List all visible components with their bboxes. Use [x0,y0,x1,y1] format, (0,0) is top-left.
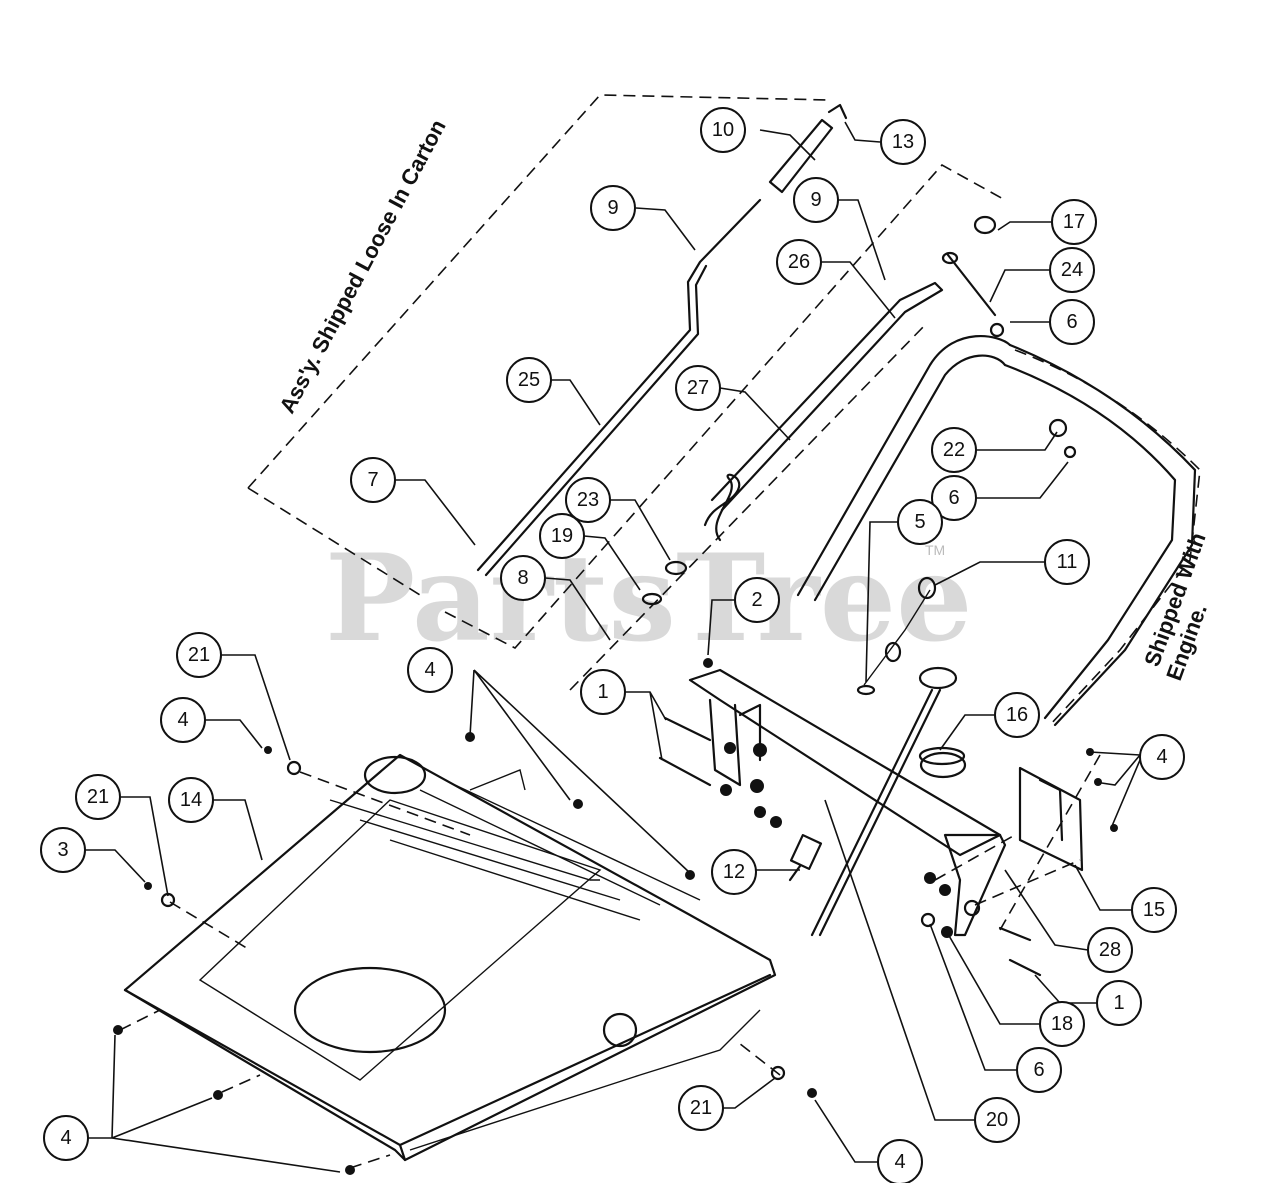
svg-text:1: 1 [1113,992,1124,1014]
svg-text:4: 4 [424,659,435,681]
svg-text:2: 2 [751,589,762,611]
callout-1: 1 [580,669,626,715]
svg-text:19: 19 [551,525,573,547]
callout-22: 22 [931,427,977,473]
callouts: 10 13 9 9 17 26 24 6 25 27 22 6 7 23 5 1… [40,107,1185,1183]
svg-text:1: 1 [597,681,608,703]
callout-23: 23 [565,477,611,523]
callout-27: 27 [675,365,721,411]
svg-text:21: 21 [690,1097,712,1119]
rod-24 [946,253,997,317]
callout-4: 4 [407,647,453,693]
svg-text:4: 4 [177,709,188,731]
callout-25: 25 [506,357,552,403]
callout-11: 11 [1044,539,1090,585]
spring-23 [703,473,741,542]
control-rod-27 [710,281,944,512]
handle-tube [796,334,1012,597]
callout-6: 6 [1049,299,1095,345]
callout-3: 3 [40,827,86,873]
svg-text:26: 26 [788,251,810,273]
bracket-2 [688,668,1002,857]
svg-text:25: 25 [518,369,540,391]
callout-9: 9 [590,185,636,231]
callout-20: 20 [974,1097,1020,1143]
callout-15: 15 [1131,887,1177,933]
svg-text:12: 12 [723,861,745,883]
svg-text:28: 28 [1099,939,1121,961]
plate-28 [943,833,1007,937]
svg-text:18: 18 [1051,1013,1073,1035]
callout-21: 21 [75,774,121,820]
callout-17: 17 [1051,199,1097,245]
callout-6: 6 [1016,1047,1062,1093]
callout-14: 14 [168,777,214,823]
callout-7: 7 [350,457,396,503]
callout-4: 4 [1139,734,1185,780]
svg-text:27: 27 [687,377,709,399]
callout-16: 16 [994,692,1040,738]
svg-text:10: 10 [712,119,734,141]
callout-21: 21 [176,632,222,678]
callout-4: 4 [43,1115,89,1161]
svg-text:4: 4 [894,1151,905,1173]
callout-2: 2 [734,577,780,623]
svg-text:20: 20 [986,1109,1008,1131]
partstree-watermark: PartsTree [325,528,972,669]
callout-8: 8 [500,555,546,601]
svg-text:13: 13 [892,131,914,153]
svg-text:4: 4 [1156,746,1167,768]
shroud-14 [123,753,777,1162]
dipstick-20 [810,688,934,937]
callout-10: 10 [700,107,746,153]
svg-text:11: 11 [1057,551,1078,573]
svg-text:21: 21 [87,786,109,808]
callout-1: 1 [1096,980,1142,1026]
svg-text:21: 21 [188,644,210,666]
callout-6: 6 [931,475,977,521]
svg-text:15: 15 [1143,899,1165,921]
svg-text:8: 8 [517,567,528,589]
trademark-mark: TM [925,542,945,558]
svg-text:7: 7 [367,469,378,491]
callout-5: 5 [897,499,943,545]
callout-26: 26 [776,239,822,285]
callout-18: 18 [1039,1001,1085,1047]
svg-text:6: 6 [948,487,959,509]
callout-4: 4 [160,697,206,743]
bolt-1a [663,716,712,742]
bracket-15 [1018,766,1084,872]
control-rod-25 [476,198,762,572]
grip-10 [768,118,834,194]
svg-text:4: 4 [60,1127,71,1149]
loose-assembly-boundary [247,94,1006,691]
callout-4: 4 [877,1139,923,1183]
callout-28: 28 [1087,927,1133,973]
callout-12: 12 [711,849,757,895]
svg-text:24: 24 [1061,259,1083,281]
callout-9: 9 [793,177,839,223]
svg-text:3: 3 [57,839,68,861]
svg-text:22: 22 [943,439,965,461]
callout-19: 19 [539,513,585,559]
svg-text:23: 23 [577,489,599,511]
loose-assembly-note: Ass'y. Shipped Loose In Carton [274,115,450,417]
svg-text:9: 9 [607,197,618,219]
svg-text:6: 6 [1066,311,1077,333]
callout-24: 24 [1049,247,1095,293]
svg-text:5: 5 [914,511,925,533]
svg-text:9: 9 [810,189,821,211]
svg-text:14: 14 [180,789,202,811]
callout-21: 21 [678,1085,724,1131]
parts-line-art [113,103,1197,1175]
svg-text:6: 6 [1033,1059,1044,1081]
hardware-dashes [119,754,1101,1169]
svg-text:17: 17 [1063,211,1085,233]
callout-13: 13 [880,119,926,165]
svg-text:16: 16 [1006,704,1028,726]
